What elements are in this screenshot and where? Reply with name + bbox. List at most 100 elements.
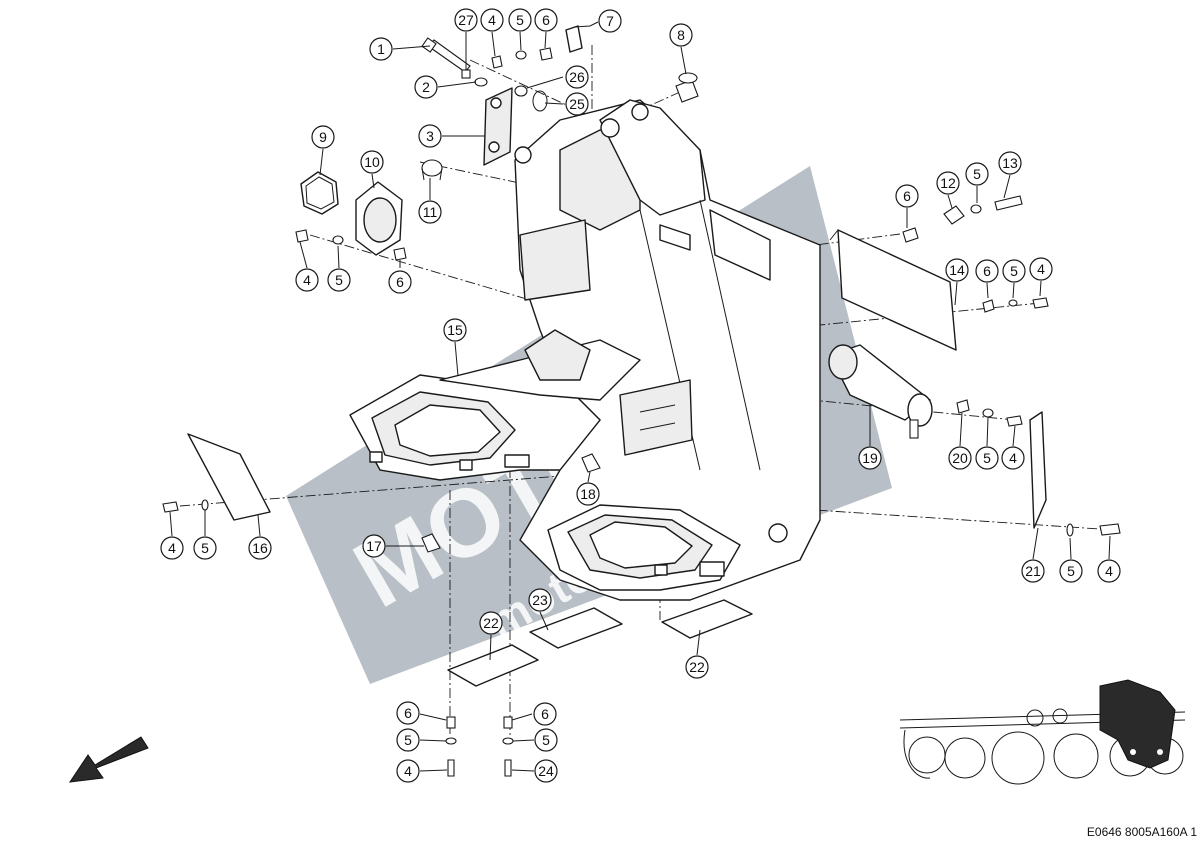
- part-22-plate-right: [661, 599, 753, 639]
- part-8-bushing: [675, 72, 699, 103]
- part-17-grommet: [421, 533, 441, 553]
- callout-5: 5: [327, 268, 351, 292]
- svg-text:24: 24: [538, 763, 554, 779]
- svg-text:16: 16: [252, 540, 268, 556]
- svg-text:12: 12: [940, 175, 956, 191]
- svg-text:4: 4: [1009, 450, 1017, 466]
- callout-21: 21: [1021, 559, 1045, 583]
- svg-text:6: 6: [542, 12, 550, 28]
- callout-9: 9: [311, 125, 335, 149]
- callout-18: 18: [576, 482, 600, 506]
- drawing-reference: E0646 8005A160A 1: [1087, 825, 1197, 839]
- part-18-grommet: [581, 453, 601, 473]
- callout-6: 6: [388, 270, 412, 294]
- hardware-right-lower: [956, 399, 1023, 427]
- part-14-cover-panel: [829, 229, 957, 351]
- svg-text:10: 10: [364, 154, 380, 170]
- callout-5: 5: [965, 162, 989, 186]
- callout-6: 6: [534, 8, 558, 32]
- part-2-washer: [474, 77, 488, 87]
- callout-5: 5: [396, 728, 420, 752]
- svg-text:4: 4: [488, 12, 496, 28]
- svg-text:23: 23: [532, 592, 548, 608]
- callout-5: 5: [1059, 559, 1083, 583]
- callout-4: 4: [480, 8, 504, 32]
- svg-text:20: 20: [952, 450, 968, 466]
- hardware-right-mid: [982, 297, 1049, 313]
- callout-6: 6: [895, 184, 919, 208]
- callout-12: 12: [936, 171, 960, 195]
- svg-text:27: 27: [458, 12, 474, 28]
- callout-26: 26: [565, 65, 589, 89]
- svg-text:5: 5: [973, 166, 981, 182]
- svg-text:5: 5: [1010, 263, 1018, 279]
- locator-thumbnail: [899, 679, 1186, 785]
- callout-4: 4: [1097, 559, 1121, 583]
- svg-text:15: 15: [447, 322, 463, 338]
- svg-text:13: 13: [1002, 155, 1018, 171]
- callout-7: 7: [598, 9, 622, 33]
- svg-text:25: 25: [569, 96, 585, 112]
- callout-4: 4: [396, 759, 420, 783]
- svg-text:14: 14: [949, 262, 965, 278]
- part-23-plate-center: [529, 607, 623, 649]
- svg-text:19: 19: [862, 450, 878, 466]
- callout-17: 17: [362, 534, 386, 558]
- callout-5: 5: [534, 728, 558, 752]
- callout-10: 10: [360, 150, 384, 174]
- svg-text:4: 4: [168, 540, 176, 556]
- svg-text:17: 17: [366, 538, 382, 554]
- callout-5: 5: [508, 8, 532, 32]
- svg-text:9: 9: [319, 129, 327, 145]
- callout-6: 6: [533, 702, 557, 726]
- callout-22: 22: [685, 655, 709, 679]
- hardware-left-bolt-washer-nut: [295, 229, 407, 261]
- part-10-housing: [355, 181, 403, 256]
- hardware-left-lower: [162, 499, 209, 513]
- direction-arrow-icon: [68, 736, 149, 783]
- hardware-far-right: [1066, 523, 1121, 537]
- hardware-bottom-stacks: [445, 716, 514, 777]
- svg-text:5: 5: [1067, 563, 1075, 579]
- part-11-sleeve: [421, 159, 443, 181]
- callout-4: 4: [1001, 446, 1025, 470]
- svg-text:6: 6: [541, 706, 549, 722]
- callout-8: 8: [669, 23, 693, 47]
- svg-text:26: 26: [569, 69, 585, 85]
- main-frame: [349, 99, 821, 601]
- part-19-tube: [828, 344, 933, 439]
- part-9-seal-ring: [300, 171, 339, 215]
- svg-text:7: 7: [606, 13, 614, 29]
- callout-6: 6: [396, 701, 420, 725]
- part-26-nut: [514, 85, 528, 97]
- callout-4: 4: [295, 268, 319, 292]
- callout-2: 2: [414, 75, 438, 99]
- svg-text:4: 4: [1037, 261, 1045, 277]
- callout-15: 15: [443, 318, 467, 342]
- callout-5: 5: [193, 536, 217, 560]
- callout-23: 23: [528, 588, 552, 612]
- callout-25: 25: [565, 92, 589, 116]
- hardware-right-top: [902, 195, 1023, 243]
- svg-text:6: 6: [404, 705, 412, 721]
- callout-1: 1: [369, 37, 393, 61]
- svg-text:6: 6: [983, 263, 991, 279]
- callout-24: 24: [534, 759, 558, 783]
- svg-text:3: 3: [426, 128, 434, 144]
- svg-text:6: 6: [903, 188, 911, 204]
- svg-text:11: 11: [423, 204, 438, 220]
- svg-text:1: 1: [377, 41, 385, 57]
- callout-4: 4: [1029, 257, 1053, 281]
- callout-22: 22: [479, 611, 503, 635]
- svg-text:5: 5: [983, 450, 991, 466]
- svg-text:6: 6: [396, 274, 404, 290]
- svg-text:21: 21: [1025, 563, 1041, 579]
- part-16-shield: [187, 433, 271, 521]
- callout-6: 6: [975, 259, 999, 283]
- callout-5: 5: [1002, 259, 1026, 283]
- svg-text:5: 5: [542, 732, 550, 748]
- part-25-ring: [532, 90, 548, 112]
- callout-13: 13: [998, 151, 1022, 175]
- svg-text:2: 2: [422, 79, 430, 95]
